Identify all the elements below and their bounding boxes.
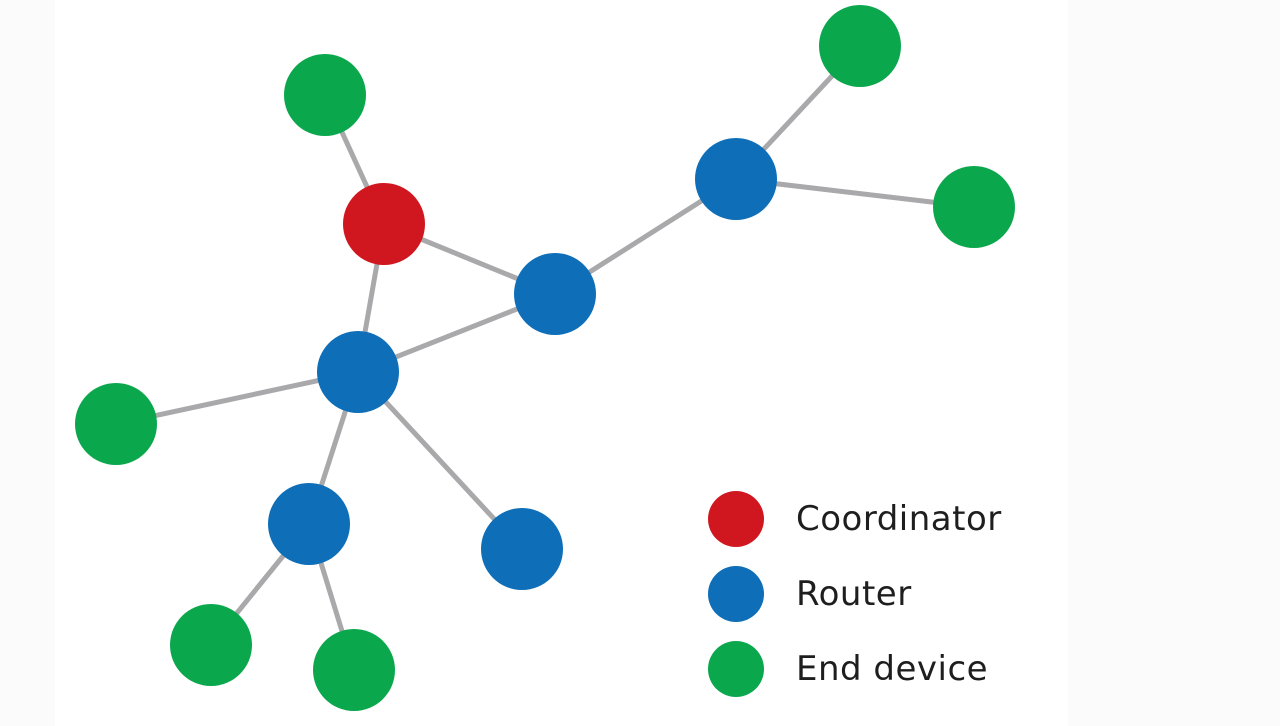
legend-swatch-router <box>708 566 764 622</box>
legend-item-coordinator: Coordinator <box>708 491 1002 547</box>
node-end-device-bottom-left <box>170 604 252 686</box>
legend-label-coordinator: Coordinator <box>796 499 1002 539</box>
node-end-device-left <box>75 383 157 465</box>
legend-swatch-end-device <box>708 641 764 697</box>
nodes-layer <box>75 5 1015 711</box>
legend-item-end-device: End device <box>708 641 988 697</box>
legend-swatch-coordinator <box>708 491 764 547</box>
node-router-right <box>695 138 777 220</box>
legend-label-router: Router <box>796 574 912 614</box>
legend-item-router: Router <box>708 566 912 622</box>
legend-label-end-device: End device <box>796 649 989 689</box>
node-router-center <box>514 253 596 335</box>
node-coordinator <box>343 183 425 265</box>
node-router-lower <box>268 483 350 565</box>
node-end-device-right <box>933 166 1015 248</box>
diagram-panel <box>55 0 1068 726</box>
node-end-device-top-right <box>819 5 901 87</box>
node-router-leaf <box>481 508 563 590</box>
node-router-main <box>317 331 399 413</box>
node-end-device-bottom <box>313 629 395 711</box>
node-end-device-top <box>284 54 366 136</box>
link-router-main-to-end-device-left <box>113 369 361 427</box>
